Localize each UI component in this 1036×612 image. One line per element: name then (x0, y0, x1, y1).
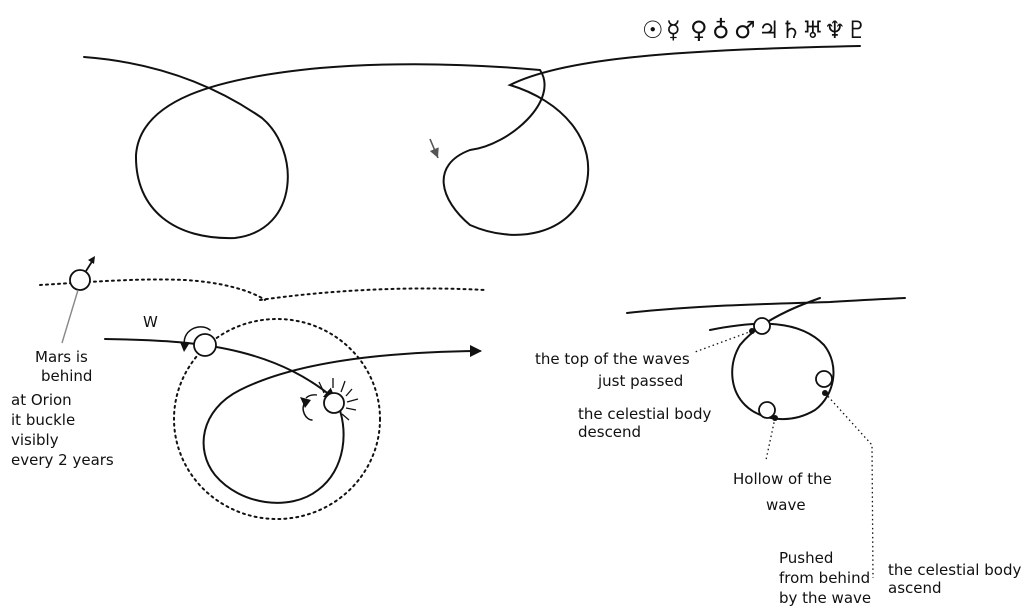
mars-group (39, 256, 266, 344)
lower-loop-trajectory (202, 350, 481, 504)
mercury-symbol: ☿ (666, 16, 681, 44)
leader-ascend (824, 392, 874, 579)
uranus-symbol: ♅ (802, 16, 824, 44)
mars-symbol: ♂ (734, 16, 756, 44)
sun-rays-icon (305, 378, 359, 421)
w-mark: W (143, 313, 158, 331)
mars-pointer-line (61, 289, 79, 344)
descend-line-1: the celestial body (578, 405, 711, 423)
venus-symbol: ♀ (690, 16, 708, 44)
hollow-line-2: wave (766, 496, 806, 514)
direction-arrow-gray (429, 138, 439, 159)
mars-note-line-2: behind (41, 367, 92, 385)
top-loop-trajectory (83, 45, 861, 240)
ascend-line-1: the celestial body (888, 561, 1021, 579)
lower-left-diagram: W (104, 287, 486, 520)
jupiter-symbol: ♃ (758, 16, 780, 44)
body-ascend (815, 370, 833, 388)
top-waves-line-1: the top of the waves (535, 350, 690, 368)
body-on-trajectory (193, 333, 217, 357)
pushed-line-2: from behind (779, 569, 870, 587)
mars-note-line-5: visibly (11, 431, 59, 449)
right-upper-wave (626, 297, 906, 314)
dotted-upper-arc (259, 287, 486, 301)
sun-body (323, 392, 345, 414)
saturn-symbol: ♄ (780, 16, 802, 44)
pluto-symbol: ♇ (846, 16, 868, 44)
pushed-line-1: Pushed (779, 549, 833, 567)
planet-symbols-row: ☉ ☿ ♀ ♁ ♂ ♃ ♄ ♅ ♆ ♇ (642, 16, 868, 44)
earth-symbol: ♁ (712, 16, 730, 44)
pushed-line-3: by the wave (779, 589, 871, 607)
top-waves-line-2: just passed (597, 372, 683, 390)
mars-arrow-head (88, 256, 95, 264)
main-trajectory-line (104, 338, 337, 401)
trajectory-arrow-head (470, 345, 482, 357)
mars-planet (69, 269, 91, 291)
leader-top (694, 330, 753, 353)
mars-note-line-3: at Orion (11, 391, 72, 409)
right-loop (709, 297, 835, 421)
ascend-line-2: ascend (888, 579, 942, 597)
body-top (753, 317, 771, 335)
leader-hollow (765, 417, 776, 461)
mars-dotted-orbit (39, 278, 266, 301)
mars-note-line-6: every 2 years (11, 451, 114, 469)
body-hollow (758, 401, 776, 419)
descend-line-2: descend (578, 423, 641, 441)
sun-rotation-arrow-head (300, 397, 311, 408)
dotted-orbit-circle (173, 318, 381, 520)
mars-note: Mars is behind at Orion it buckle visibl… (11, 348, 114, 469)
rotation-arrow-head (180, 342, 189, 352)
mars-note-line-4: it buckle (11, 411, 75, 429)
sun-symbol: ☉ (642, 16, 664, 44)
neptune-symbol: ♆ (824, 16, 846, 44)
right-diagram: the top of the waves just passed the cel… (535, 297, 1021, 607)
hollow-line-1: Hollow of the (733, 470, 832, 488)
mars-note-line-1: Mars is (35, 348, 88, 366)
